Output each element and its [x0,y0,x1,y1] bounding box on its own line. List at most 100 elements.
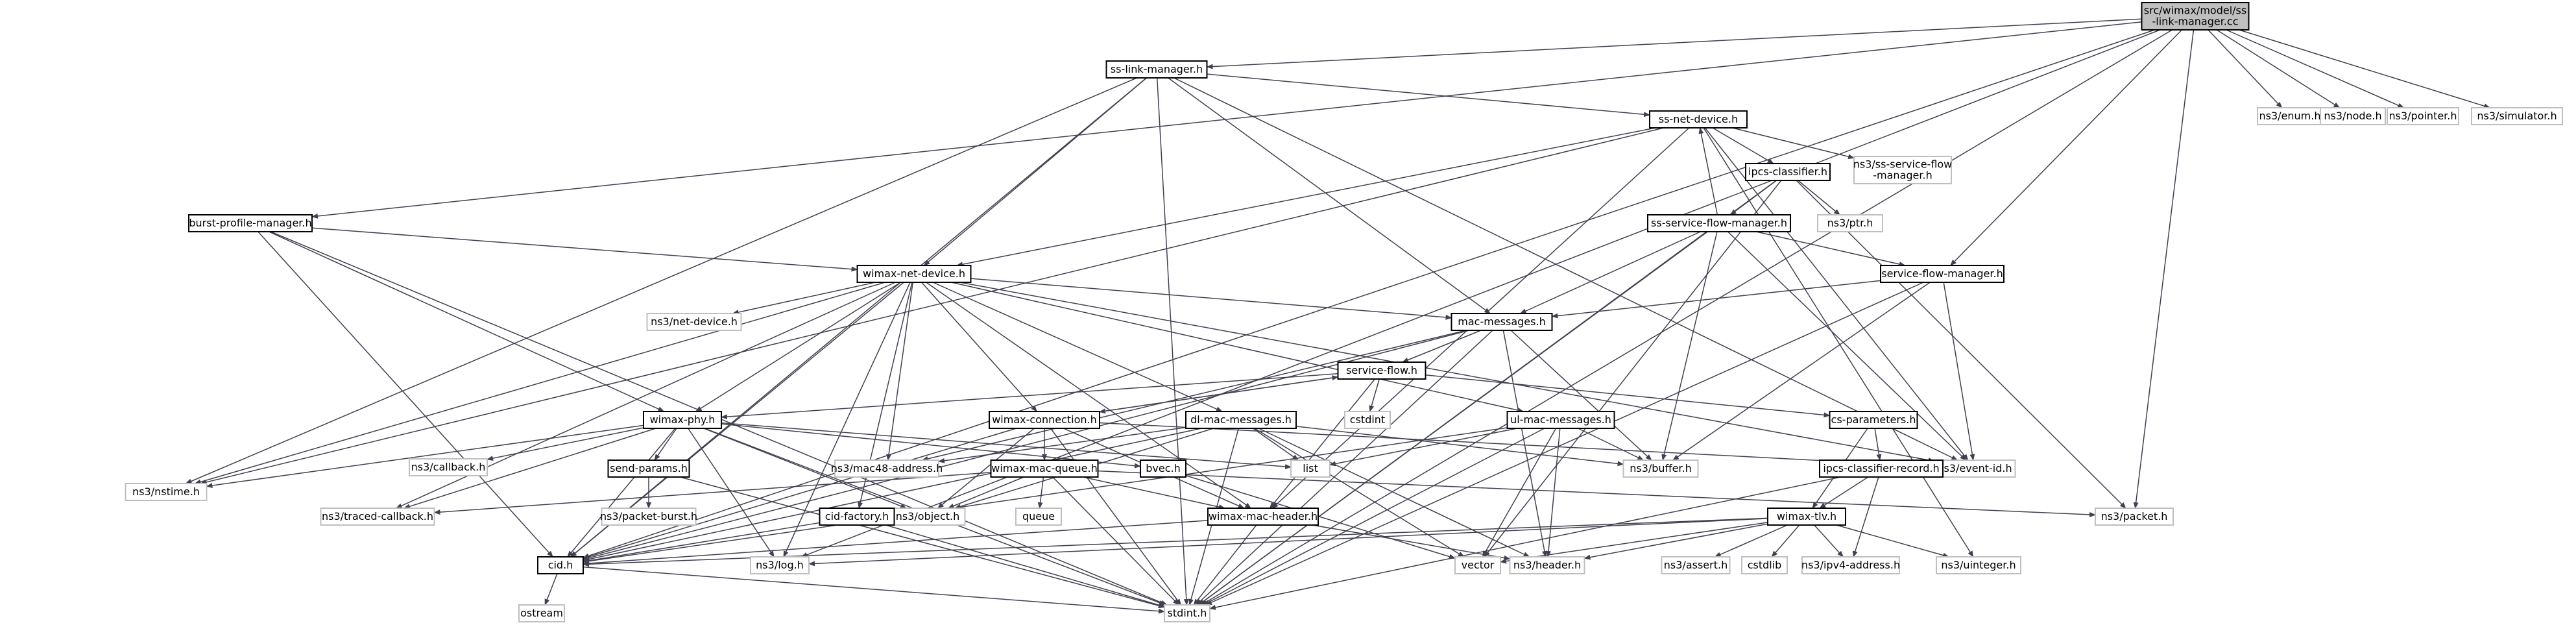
edge-root-to-cid [583,29,2155,559]
node-ns3header[interactable]: ns3/header.h [1509,556,1585,574]
node-label: ss-service-flow-manager.h [1651,217,1787,229]
node-dlmac[interactable]: dl-mac-messages.h [1185,411,1297,429]
node-cstdlib[interactable]: cstdlib [1741,556,1788,574]
edge-dlmac-to-ns3mac48 [938,426,1186,463]
node-wimaxmachdr[interactable]: wimax-mac-header.h [1207,508,1319,526]
node-list[interactable]: list [1290,460,1330,478]
node-sendparams[interactable]: send-params.h [607,460,690,478]
node-vector[interactable]: vector [1454,556,1501,574]
node-ns3eventid[interactable]: ns3/event-id.h [1933,460,2016,478]
node-box [1853,156,1952,184]
node-label: ns3/traced-callback.h [322,510,433,522]
edge-ssservflow-to-ns3eventid [1727,231,1967,461]
node-label: stdint.h [1168,607,1207,619]
node-box [1454,556,1501,574]
node-ns3enum[interactable]: ns3/enum.h [2257,107,2323,125]
edge-cid-to-ostream [544,573,558,606]
node-label: cstdint [1350,413,1385,426]
node-label: ns3/header.h [1513,559,1581,571]
node-box [188,214,313,232]
node-ns3packetburst[interactable]: ns3/packet-burst.h [600,508,697,526]
node-ns3packet[interactable]: ns3/packet.h [2095,508,2174,526]
node-ulmac[interactable]: ul-mac-messages.h [1506,411,1615,429]
node-box [1661,556,1731,574]
node-wimaxconn[interactable]: wimax-connection.h [989,411,1100,429]
edge-cid-to-stdint [583,566,1165,614]
node-ns3log[interactable]: ns3/log.h [750,556,810,574]
node-root[interactable]: src/wimax/model/ss-link-manager.cc [2141,2,2250,31]
node-label: ns3/ptr.h [1827,217,1873,229]
node-label: ns3/assert.h [1664,559,1727,571]
node-label: -manager.h [1873,169,1932,182]
node-burst[interactable]: burst-profile-manager.h [188,214,313,232]
node-queue[interactable]: queue [1015,508,1062,526]
edge-servflow-to-cstdint [1369,378,1380,412]
node-label: wimax-net-device.h [863,267,965,280]
node-cid[interactable]: cid.h [537,556,584,574]
node-box [1506,411,1615,429]
node-servflowmgr[interactable]: service-flow-manager.h [1880,265,2004,283]
edge-wimaxmachdr-to-ns3header [1312,524,1511,561]
node-label: wimax-tlv.h [1777,510,1836,522]
edge-cidfactory-to-cid [583,522,820,563]
node-ipcsrec[interactable]: ipcs-classifier-record.h [1819,460,1944,478]
node-wimaxnet[interactable]: wimax-net-device.h [856,265,972,283]
node-ns3ipv4[interactable]: ns3/ipv4-address.h [1801,556,1900,574]
node-wimaxtlv[interactable]: wimax-tlv.h [1767,508,1846,526]
node-label: ns3/buffer.h [1630,462,1692,474]
node-ns3buffer[interactable]: ns3/buffer.h [1622,460,1699,478]
node-bvec[interactable]: bvec.h [1140,460,1186,478]
node-ns3pointer[interactable]: ns3/pointer.h [2387,107,2459,125]
node-ns3node[interactable]: ns3/node.h [2320,107,2386,125]
node-macmsg[interactable]: mac-messages.h [1451,313,1553,331]
node-ns3callback[interactable]: ns3/callback.h [409,458,488,476]
node-ostream[interactable]: ostream [518,604,565,622]
node-ns3simulator[interactable]: ns3/simulator.h [2471,107,2563,125]
edge-root-to-stdint [1201,29,2173,606]
node-label: mac-messages.h [1458,315,1545,328]
node-ns3ptr[interactable]: ns3/ptr.h [1817,214,1883,232]
edge-ulmac-to-ns3header [1546,428,1561,558]
node-servflow[interactable]: service-flow.h [1337,362,1426,380]
node-stdint[interactable]: stdint.h [1164,604,1210,622]
node-ns3netdev[interactable]: ns3/net-device.h [646,313,742,331]
node-box [320,508,435,526]
edge-csparam-to-ipcsrec [1874,428,1882,461]
node-wimaxmacq[interactable]: wimax-mac-queue.h [990,460,1099,478]
node-label: wimax-mac-queue.h [991,462,1097,474]
node-sslink[interactable]: ss-link-manager.h [1105,60,1208,79]
node-label: bvec.h [1146,462,1181,474]
node-wimaxphy[interactable]: wimax-phy.h [643,411,722,429]
node-ssnet[interactable]: ss-net-device.h [1649,110,1748,129]
edge-ipcsclass-to-vector [1484,180,1782,558]
edge-sslink-to-ssnet [1207,73,1650,117]
edge-wimaxtlv-to-ns3ipv4 [1814,524,1844,558]
node-ns3nstime[interactable]: ns3/nstime.h [125,483,208,501]
edge-ulmac-to-list [1329,428,1518,467]
edge-macmsg-to-ns3buffer [1510,330,1652,461]
node-box [607,460,690,478]
edge-macmsg-to-servflow [1402,330,1482,363]
edge-macmsg-to-cid [583,330,1469,561]
node-ns3object[interactable]: ns3/object.h [889,508,966,526]
node-box [1741,556,1788,574]
edge-dlmac-to-cid [583,428,1202,562]
edge-wimaxconn-to-ns3object [937,428,1035,509]
node-ssservflow[interactable]: ss-service-flow-manager.h [1647,214,1791,232]
node-csparam[interactable]: cs-parameters.h [1829,411,1918,429]
node-ns3traced[interactable]: ns3/traced-callback.h [320,508,435,526]
node-ipcsclass[interactable]: ipcs-classifier.h [1745,163,1831,181]
node-box [409,458,488,476]
node-box [1337,362,1426,380]
node-cstdint[interactable]: cstdint [1344,411,1391,429]
edge-wimaxmacq-to-stdint [1052,476,1179,606]
edge-wimaxconn-to-servflow [1099,375,1339,413]
edge-macmsg-to-stdint [1196,330,1493,606]
node-ns3assert[interactable]: ns3/assert.h [1661,556,1731,574]
node-ns3uinteger[interactable]: ns3/uinteger.h [1936,556,2021,574]
node-box [1451,313,1553,331]
node-cidfactory[interactable]: cid-factory.h [819,508,895,526]
node-ns3mac48[interactable]: ns3/mac48-address.h [831,460,943,478]
node-ssflow[interactable]: ns3/ss-service-flow-manager.h [1853,156,1953,184]
edge-wimaxmacq-to-ns3object [947,476,1024,509]
